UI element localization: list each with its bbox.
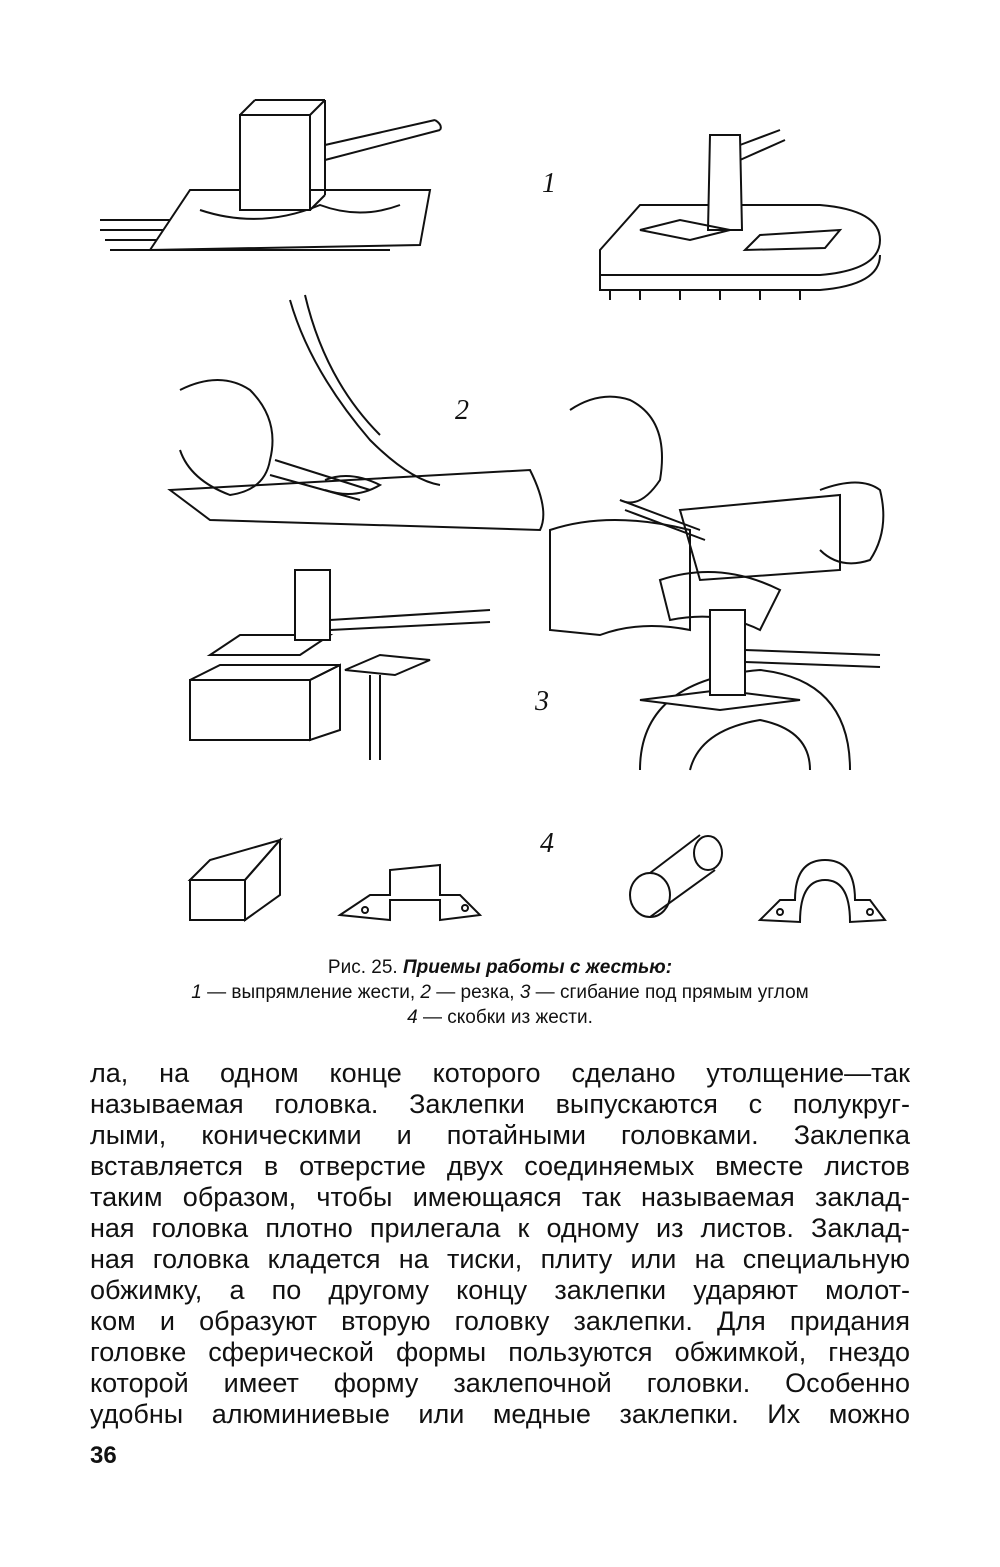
caption-text-2: — резка, xyxy=(430,982,520,1003)
caption-text-1: — выпрямление жести, xyxy=(201,982,421,1003)
cutting-right-drawing xyxy=(549,395,885,637)
body-line: ная головка плотно прилегала к одному из… xyxy=(90,1213,910,1243)
plate-hammering-drawing xyxy=(599,129,882,300)
body-line: которой имеет форму заклепочной головки.… xyxy=(90,1368,910,1398)
body-line: обжимку, а по другому концу заклепки уда… xyxy=(90,1275,910,1305)
body-line: ком и образуют вторую головку заклепки. … xyxy=(90,1306,910,1336)
figure-tin-working xyxy=(100,99,887,924)
caption-num-1: 1 xyxy=(191,982,202,1003)
caption-num-4: 4 xyxy=(407,1007,418,1028)
body-paragraph: ла, на одном конце которого сделано утол… xyxy=(90,1058,910,1430)
body-line: называемая головка. Заклепки выпускаются… xyxy=(90,1089,910,1119)
caption-num-3: 3 xyxy=(519,982,531,1003)
cutting-left-drawing xyxy=(167,294,545,532)
body-line: головке сферической формы пользуются обж… xyxy=(90,1337,910,1367)
mallet-straightening-drawing xyxy=(100,99,442,252)
figure-caption: Рис. 25. Приемы работы с жестью: 1 — вып… xyxy=(90,955,910,1030)
caption-line-1: Рис. 25. Приемы работы с жестью: xyxy=(90,955,910,980)
figure-label-1: 1 xyxy=(542,168,556,199)
caption-text-4: — скобки из жести. xyxy=(417,1007,593,1028)
figure-label-2: 2 xyxy=(455,395,469,426)
caption-title: Приемы работы с жестью: xyxy=(402,957,673,978)
caption-prefix: Рис. 25. xyxy=(327,957,398,978)
page-number: 36 xyxy=(90,1442,117,1469)
bending-left-drawing xyxy=(189,569,491,760)
caption-text-3: — сгибание под прямым углом xyxy=(530,982,809,1003)
body-line: удобны алюминиевые или медные заклепки. … xyxy=(90,1399,910,1429)
caption-line-3: 4 — скобки из жести. xyxy=(90,1005,910,1030)
body-line: лыми, коническими и потайными головками.… xyxy=(90,1120,910,1150)
body-line: ная головка кладется на тиски, плиту или… xyxy=(90,1244,910,1274)
figure-label-3: 3 xyxy=(535,686,549,717)
body-line: ла, на одном конце которого сделано утол… xyxy=(90,1058,910,1088)
caption-line-2: 1 — выпрямление жести, 2 — резка, 3 — сг… xyxy=(90,980,910,1005)
body-line: вставляется в отверстие двух соединяемых… xyxy=(90,1151,910,1181)
brackets-drawing xyxy=(187,834,887,924)
caption-num-2: 2 xyxy=(420,982,431,1003)
body-line: таким образом, чтобы имеющаяся так назыв… xyxy=(90,1182,910,1212)
bending-right-drawing xyxy=(639,609,881,771)
figure-label-4: 4 xyxy=(540,828,554,859)
